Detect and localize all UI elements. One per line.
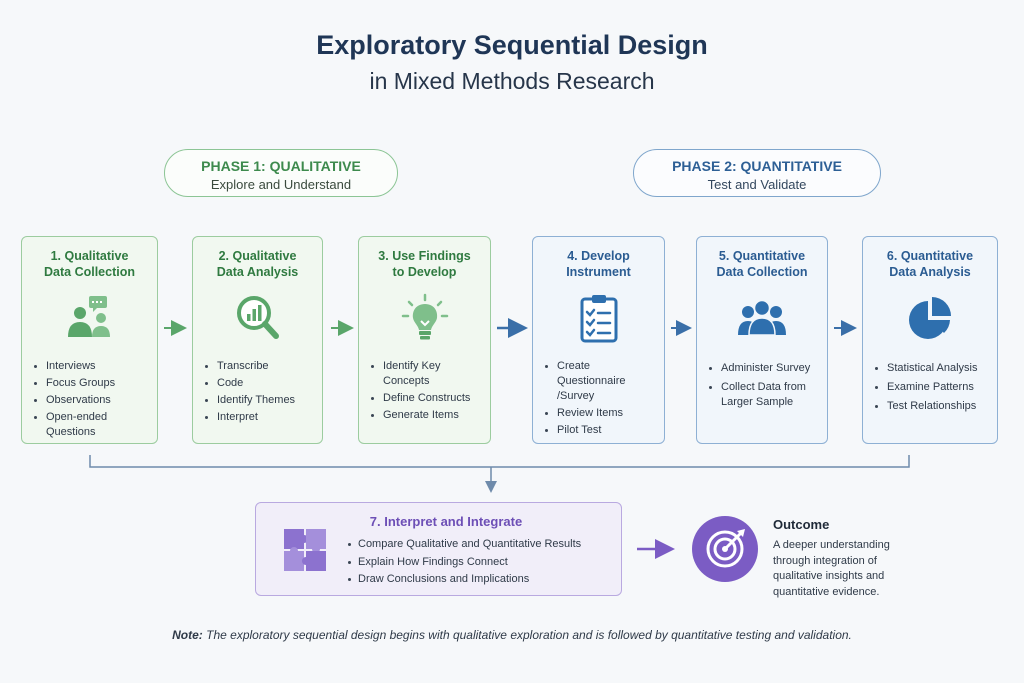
bracket-line (89, 455, 910, 468)
lightbulb-icon (401, 293, 448, 340)
list-item: Test Relationships (873, 399, 991, 414)
integrate-items: Compare Qualitative and Quantitative Res… (346, 537, 581, 590)
phase-1-banner: PHASE 1: QUALITATIVE Explore and Underst… (164, 149, 398, 197)
list-item: Code (203, 376, 316, 391)
list-item: Interviews (32, 359, 151, 374)
list-item: Draw Conclusions and Implications (346, 572, 581, 587)
list-item: Explain How Findings Connect (346, 555, 581, 570)
phase-1-label: PHASE 1: QUALITATIVE (201, 158, 361, 174)
note-label: Note: (172, 628, 203, 642)
pie-chart-icon (909, 297, 951, 339)
list-item: Define Constructs (369, 391, 484, 406)
footnote: Note: The exploratory sequential design … (0, 628, 1024, 642)
phase-2-sub: Test and Validate (707, 177, 807, 192)
people-chat-icon (67, 296, 110, 337)
step-items: Administer Survey Collect Data from Larg… (707, 361, 821, 412)
list-item: Observations (32, 393, 151, 408)
list-item: Collect Data from Larger Sample (707, 380, 821, 410)
list-item: Transcribe (203, 359, 316, 374)
group-icon (738, 299, 786, 336)
list-item: Generate Items (369, 408, 484, 423)
clipboard-checklist-icon (580, 295, 617, 343)
note-text: The exploratory sequential design begins… (202, 628, 852, 642)
list-item: Examine Patterns (873, 380, 991, 395)
list-item: Statistical Analysis (873, 361, 991, 376)
page-subtitle: in Mixed Methods Research (369, 68, 655, 94)
list-item: Focus Groups (32, 376, 151, 391)
list-item: Identify Themes (203, 393, 316, 408)
step-items: Identify Key Concepts Define Constructs … (369, 359, 484, 425)
puzzle-icon (284, 529, 326, 571)
phase-1-sub: Explore and Understand (210, 177, 352, 192)
list-item: Pilot Test (543, 423, 658, 438)
list-item: Administer Survey (707, 361, 821, 376)
target-icon (692, 516, 758, 582)
page-title: Exploratory Sequential Design (316, 30, 708, 60)
step-items: Create Questionnaire /Survey Review Item… (543, 359, 658, 440)
step-items: Statistical Analysis Examine Patterns Te… (873, 361, 991, 416)
integrate-title: 7. Interpret and Integrate (369, 514, 523, 529)
outcome-title: Outcome (773, 517, 830, 532)
step-items: Interviews Focus Groups Observations Ope… (32, 359, 151, 442)
list-item: Compare Qualitative and Quantitative Res… (346, 537, 581, 552)
list-item: Interpret (203, 410, 316, 425)
list-item: Open-ended Questions (32, 410, 151, 440)
phase-2-banner: PHASE 2: QUANTITATIVE Test and Validate (633, 149, 881, 197)
list-item: Identify Key Concepts (369, 359, 484, 389)
step-items: Transcribe Code Identify Themes Interpre… (203, 359, 316, 427)
phase-2-label: PHASE 2: QUANTITATIVE (672, 158, 842, 174)
list-item: Create Questionnaire /Survey (543, 359, 658, 404)
integrate-card: 7. Interpret and Integrate Compare Quali… (255, 502, 622, 596)
magnifier-chart-icon (236, 296, 279, 339)
list-item: Review Items (543, 406, 658, 421)
outcome-text: A deeper understanding through integrati… (773, 539, 890, 598)
